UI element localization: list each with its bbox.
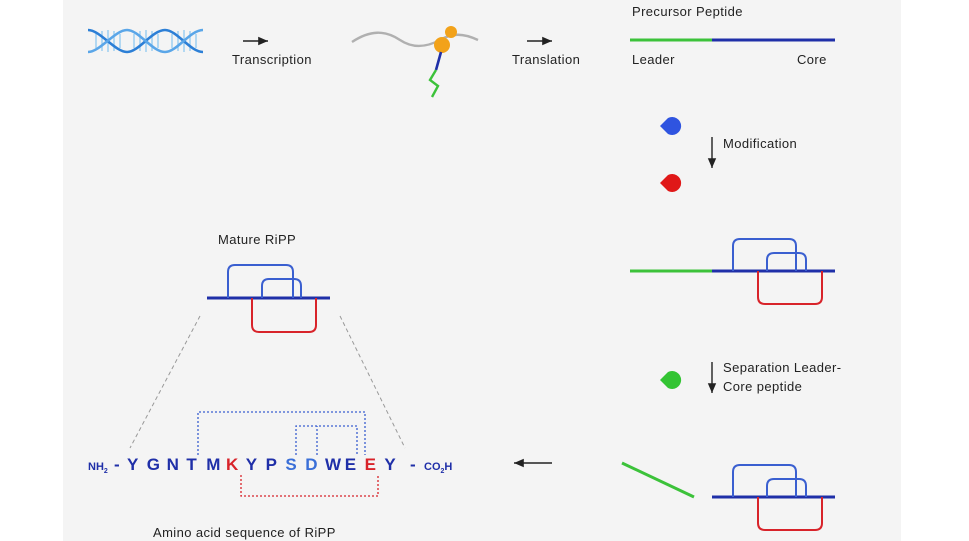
green-protease-icon xyxy=(660,371,682,389)
ribosome-translation-icon xyxy=(351,26,479,98)
residue: Y xyxy=(246,455,259,474)
sequence-caption: Amino acid sequence of RiPP xyxy=(153,525,336,540)
transcription-label: Transcription xyxy=(232,52,312,67)
residue: G xyxy=(147,455,162,474)
residue: W xyxy=(325,455,343,474)
residue: Y xyxy=(384,455,397,474)
modification-label: Modification xyxy=(723,136,797,151)
dna-helix-icon xyxy=(87,28,204,54)
residue: E xyxy=(365,455,378,474)
residue: D xyxy=(305,455,319,474)
translation-label: Translation xyxy=(512,52,580,67)
residue: K xyxy=(226,455,240,474)
residue: N xyxy=(167,455,181,474)
zoom-guide-left xyxy=(129,315,201,449)
residue: T xyxy=(186,455,198,474)
blue-enzyme-icon xyxy=(660,117,682,135)
crosslink-brackets xyxy=(197,411,379,497)
n-terminal-bond: - xyxy=(114,455,122,474)
separation-label-line2: Core peptide xyxy=(723,379,802,394)
cleaved-leader-peptide xyxy=(621,461,695,499)
core-label: Core xyxy=(797,52,827,67)
c-terminus: CO2H xyxy=(424,461,452,475)
mature-ripp-peptide xyxy=(207,264,330,333)
leader-label: Leader xyxy=(632,52,675,67)
c-terminal-bond: - xyxy=(410,455,418,474)
residue: M xyxy=(206,455,222,474)
residue: S xyxy=(285,455,298,474)
red-enzyme-icon xyxy=(660,174,682,192)
precursor-peptide-title: Precursor Peptide xyxy=(632,4,743,19)
residue: E xyxy=(345,455,358,474)
separation-label-line1: Separation Leader- xyxy=(723,360,842,375)
zoom-guide-right xyxy=(339,315,406,449)
residue: Y xyxy=(127,455,140,474)
cleaved-core-peptide xyxy=(712,464,835,531)
modified-precursor-peptide xyxy=(630,238,835,305)
residue: P xyxy=(266,455,279,474)
mature-ripp-label: Mature RiPP xyxy=(218,232,296,247)
n-terminus: NH2 xyxy=(88,461,108,475)
